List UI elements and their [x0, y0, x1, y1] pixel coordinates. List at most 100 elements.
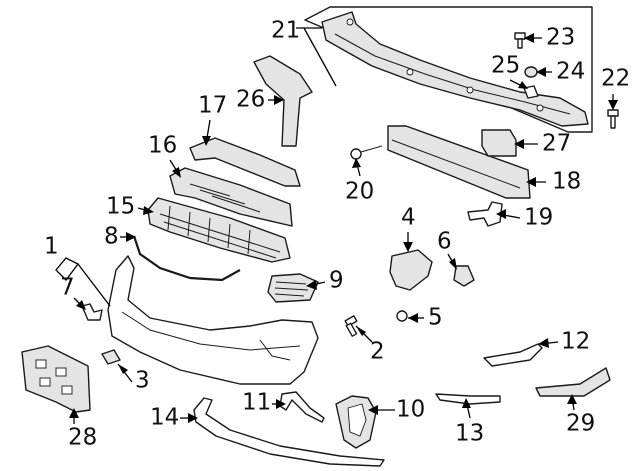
callout-29: 29 [566, 411, 595, 437]
nut-24 [524, 66, 538, 78]
arrow-12 [538, 338, 549, 348]
license-bracket-28-slot-1 [35, 359, 47, 369]
molding-13 [435, 393, 501, 405]
arrow-4 [403, 242, 413, 252]
callout-2: 2 [370, 339, 385, 365]
leader-21 [296, 27, 337, 87]
callout-6: 6 [437, 229, 452, 255]
callout-13: 13 [455, 421, 484, 447]
tie-bar-hole-1 [346, 18, 354, 26]
bolt-23 [514, 32, 526, 49]
arrow-20 [352, 158, 361, 168]
arrow-9 [306, 280, 317, 290]
bolt-2 [344, 315, 358, 337]
bolt-5 [396, 310, 408, 322]
arrow-29 [567, 394, 577, 404]
license-bracket-28-slot-4 [61, 385, 73, 395]
callout-22: 22 [601, 66, 630, 92]
bracket-6 [453, 265, 475, 287]
arrow-8 [126, 232, 136, 242]
arrow-2 [356, 326, 366, 336]
license-bracket-28 [21, 345, 91, 413]
leader-1 [55, 257, 111, 307]
grille-support-16-slots [189, 183, 261, 213]
lamp-bezel-9-slats [274, 281, 309, 297]
callout-8: 8 [104, 224, 119, 250]
arrow-23 [524, 33, 534, 43]
bumper-cover-1 [107, 255, 319, 385]
callout-15: 15 [106, 194, 135, 220]
arrow-24 [536, 67, 546, 77]
callout-18: 18 [552, 169, 581, 195]
arrow-28 [69, 408, 79, 418]
arrow-6 [449, 258, 457, 270]
molding-8 [132, 235, 241, 282]
callout-19: 19 [524, 205, 553, 231]
arrow-16 [172, 167, 181, 178]
callout-5: 5 [428, 305, 443, 331]
arrow-22 [608, 100, 618, 110]
upper-tie-bar [321, 11, 589, 127]
callout-7: 7 [60, 275, 75, 301]
impact-bar-18 [387, 125, 531, 199]
arrow-17 [202, 136, 211, 146]
bracket-11 [279, 391, 325, 423]
arrow-19 [496, 209, 506, 219]
callout-labels: 1 2 3 4 5 6 7 8 9 10 11 12 13 14 15 16 1… [44, 18, 630, 451]
arrow-10 [368, 405, 378, 415]
molding-12 [483, 343, 543, 367]
bracket-7 [81, 303, 103, 321]
arrow-3 [118, 364, 128, 374]
arrowheads [69, 33, 618, 423]
bolt-20 [350, 145, 383, 160]
clip-25 [523, 85, 539, 99]
arrow-5 [408, 313, 418, 323]
arrow-14 [188, 413, 198, 423]
lamp-bezel-9 [267, 273, 319, 303]
callout-3: 3 [135, 368, 150, 394]
center-bracket-26 [253, 55, 313, 147]
callout-28: 28 [68, 425, 97, 451]
lower-lip-14 [193, 397, 385, 467]
callout-21: 21 [271, 18, 300, 44]
license-bracket-28-slot-3 [39, 377, 51, 387]
callout-20: 20 [345, 179, 374, 205]
air-deflector-17 [189, 137, 301, 187]
tie-bar-hole-4 [536, 104, 544, 112]
impact-bar-18-edge [391, 139, 521, 189]
arrow-25 [518, 81, 528, 89]
arrow-11 [276, 399, 286, 409]
arrow-13 [462, 398, 471, 408]
callout-23: 23 [546, 25, 575, 51]
callout-25: 25 [491, 53, 520, 79]
callout-9: 9 [329, 268, 344, 294]
callout-4: 4 [401, 205, 416, 231]
bumper-cover-1-contour [121, 311, 301, 361]
molding-29 [535, 367, 611, 397]
arrow-7 [76, 300, 86, 310]
callout-24: 24 [556, 59, 585, 85]
callout-10: 10 [396, 397, 425, 423]
tie-bar-hole-3 [466, 86, 474, 94]
callout-27: 27 [542, 131, 571, 157]
bezel-10-opening [347, 403, 367, 437]
clip-3 [101, 349, 121, 365]
upper-tie-bar-ridge [334, 33, 571, 115]
callout-12: 12 [561, 329, 590, 355]
bracket-4 [389, 249, 433, 291]
callout-26: 26 [236, 87, 265, 113]
callout-17: 17 [198, 93, 227, 119]
license-bracket-28-slot-2 [55, 367, 67, 377]
arrow-18 [526, 177, 536, 187]
bolt-22 [607, 109, 619, 129]
grille-support-16 [169, 167, 293, 227]
grille-15-mesh [159, 205, 281, 259]
arrow-27 [514, 139, 524, 149]
arrow-26 [274, 95, 284, 105]
arrow-15 [143, 206, 154, 215]
callout-11: 11 [242, 390, 271, 416]
bracket-19 [467, 201, 503, 227]
callout-1: 1 [44, 234, 59, 260]
grille-15 [147, 197, 291, 263]
